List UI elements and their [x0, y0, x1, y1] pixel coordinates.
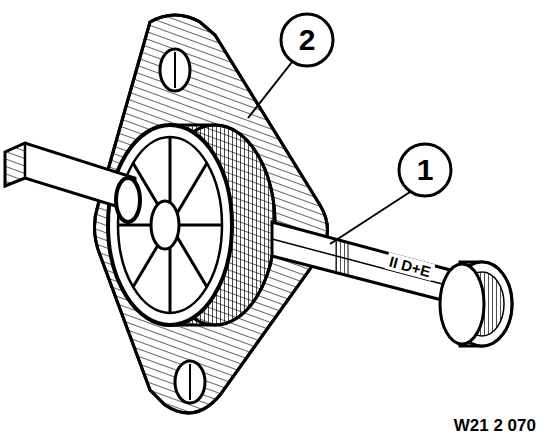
- leader-line: [248, 62, 292, 118]
- wheel-face: [108, 125, 232, 325]
- gauge-rod: [272, 222, 465, 306]
- figure-code: W21 2 070: [454, 417, 536, 434]
- leader-line: [330, 192, 410, 244]
- callout-number: 1: [417, 155, 434, 185]
- callout-number: 2: [299, 25, 316, 55]
- mounting-hole: [175, 361, 205, 403]
- callout-circle: [399, 144, 451, 196]
- mounting-hole: [160, 49, 190, 91]
- callout-circle: [281, 14, 333, 66]
- flange-plate: [94, 15, 327, 413]
